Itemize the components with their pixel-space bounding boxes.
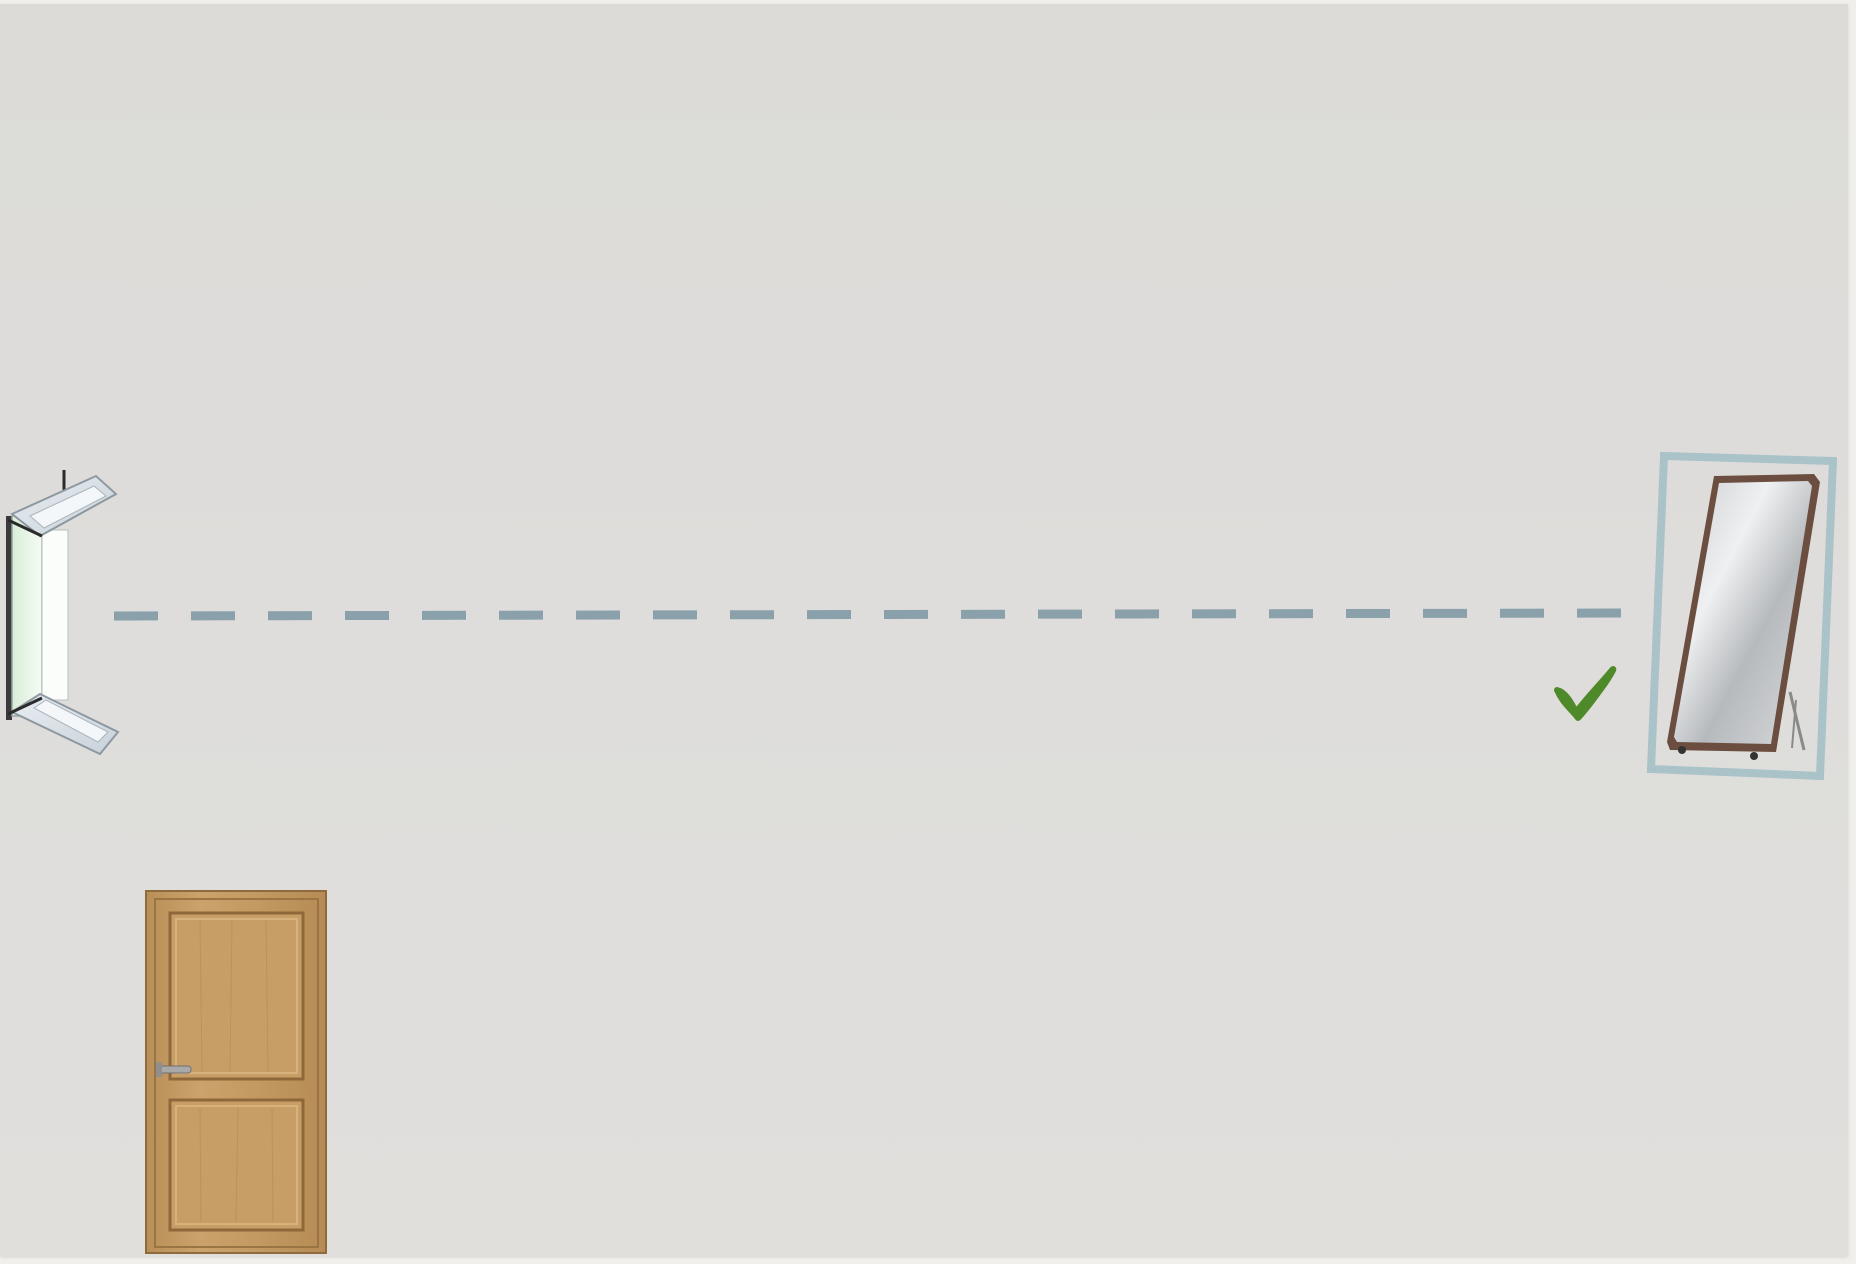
standing-mirror-icon xyxy=(1667,474,1820,760)
checkmark-icon xyxy=(1554,666,1617,721)
open-window-icon xyxy=(6,470,120,756)
wooden-door-icon xyxy=(145,890,327,1254)
highlight-frame xyxy=(1646,451,1838,781)
sightline-dashed-line xyxy=(113,608,1629,621)
